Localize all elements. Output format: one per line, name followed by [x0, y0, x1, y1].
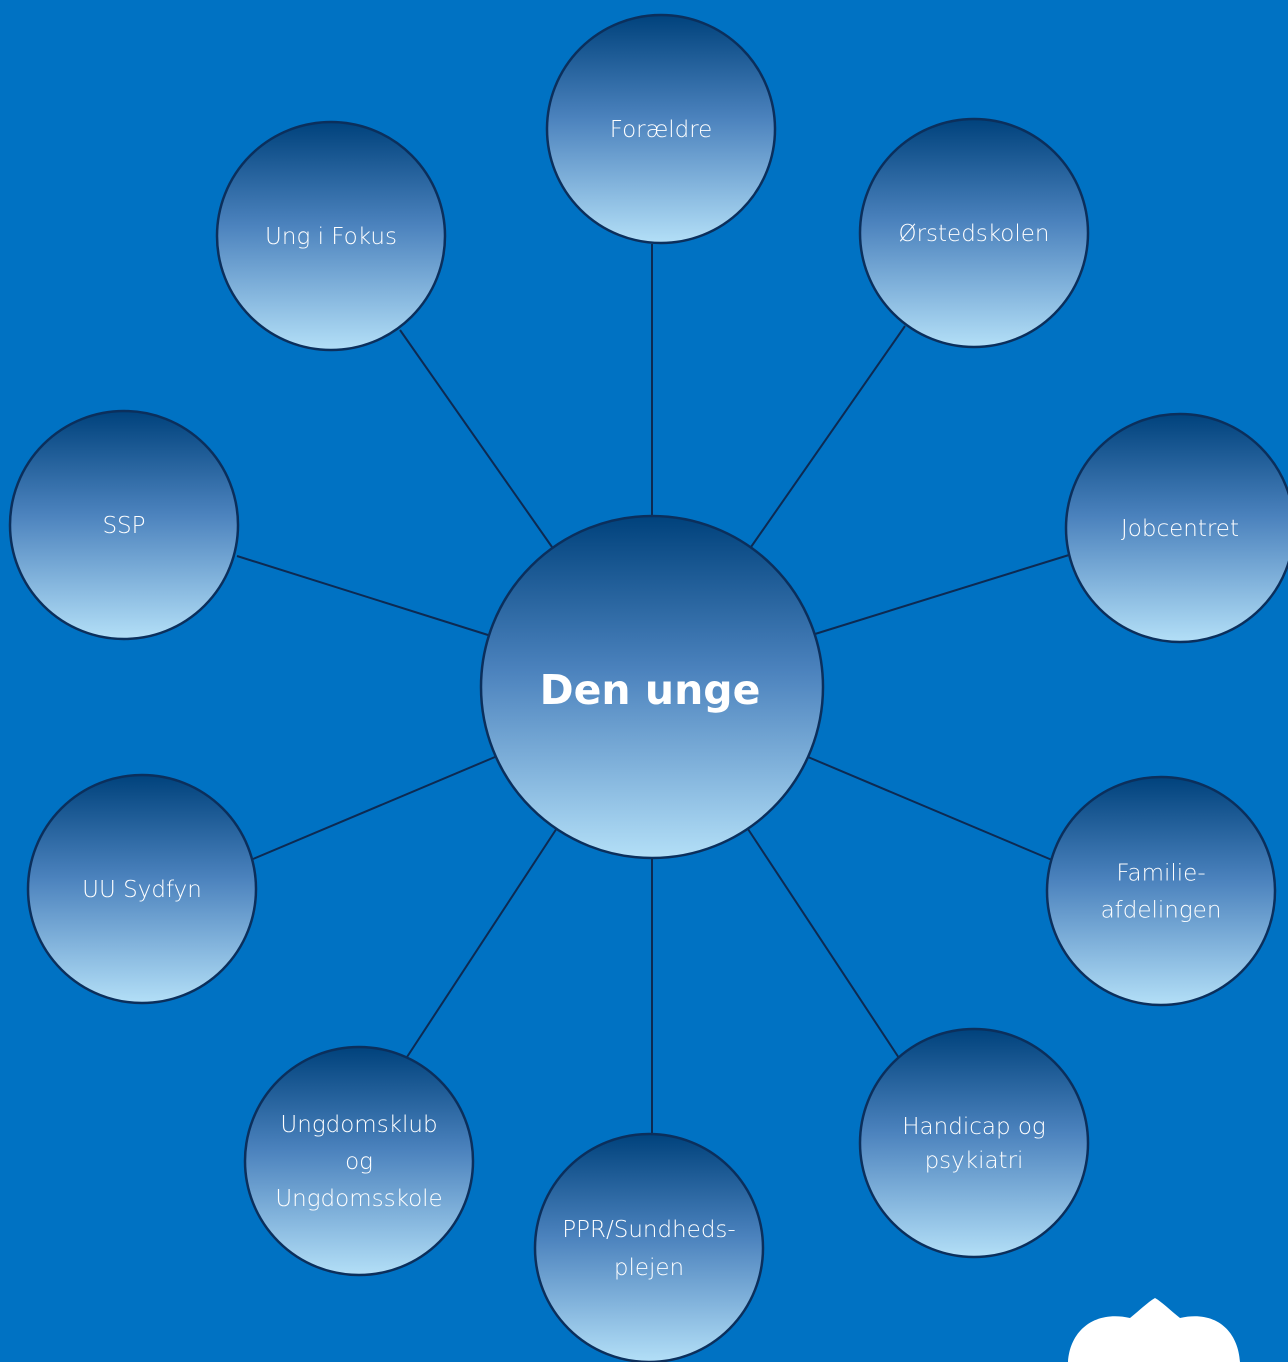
- node-foraeldre: Forældre: [545, 13, 777, 245]
- center-label: Den unge: [540, 666, 761, 714]
- logo-shape: [1068, 1298, 1240, 1362]
- node-label-line: Ungdomsskole: [275, 1186, 442, 1212]
- node-circle-ungdomsklub-og-ungdomsskole: [243, 1045, 475, 1277]
- node-label-line: Ungdomsklub: [280, 1112, 437, 1138]
- node-handicap-og-psykiatri: Handicap og psykiatri: [858, 1027, 1090, 1259]
- node-ung-i-fokus: Ung i Fokus: [215, 120, 447, 352]
- node-label-ung-i-fokus: Ung i Fokus: [265, 224, 397, 250]
- node-label-line: Jobcentret: [1121, 516, 1239, 542]
- node-label-line: plejen: [614, 1255, 684, 1281]
- node-uu-sydfyn: UU Sydfyn: [26, 773, 258, 1005]
- center-node: Den unge: [479, 514, 825, 860]
- connector-lines: [236, 244, 1070, 1134]
- node-orstedskolen: Ørstedskolen: [858, 117, 1090, 349]
- node-circle-ppr-sundhedsplejen: [533, 1132, 765, 1362]
- node-jobcentret: Jobcentret: [1064, 412, 1288, 644]
- node-circle-ssp: [8, 409, 240, 641]
- node-label-line: afdelingen: [1101, 898, 1222, 924]
- node-label-line: Ung i Fokus: [265, 224, 397, 250]
- node-circle-familieafdelingen: [1045, 775, 1277, 1007]
- node-label-ppr-sundhedsplejen: PPR/Sundheds-plejen: [562, 1217, 735, 1281]
- connector-line-orstedskolen: [750, 325, 906, 548]
- node-label-line: psykiatri: [925, 1148, 1024, 1174]
- connector-line-jobcentret: [814, 554, 1070, 635]
- node-circle-orstedskolen: [858, 117, 1090, 349]
- node-circle-foraeldre: [545, 13, 777, 245]
- node-label-line: Forældre: [610, 117, 713, 143]
- node-label-foraeldre: Forældre: [610, 117, 713, 143]
- node-label-line: PPR/Sundheds-: [562, 1217, 735, 1243]
- node-circle-ung-i-fokus: [215, 120, 447, 352]
- node-label-line: Familie-: [1116, 861, 1205, 887]
- center-circle: [479, 514, 825, 860]
- node-label-line: SSP: [102, 513, 145, 539]
- node-label-handicap-og-psykiatri: Handicap og psykiatri: [902, 1114, 1045, 1174]
- node-label-familieafdelingen: Familie-afdelingen: [1101, 861, 1222, 924]
- node-label-line: Handicap og: [902, 1114, 1045, 1140]
- node-label-line: og: [345, 1149, 373, 1175]
- connector-line-familieafdelingen: [807, 756, 1053, 861]
- node-label-line: Ørstedskolen: [899, 221, 1050, 247]
- node-label-line: UU Sydfyn: [82, 877, 202, 903]
- node-label-ssp: SSP: [102, 513, 145, 539]
- node-familieafdelingen: Familie-afdelingen: [1045, 775, 1277, 1007]
- connector-line-ssp: [236, 555, 489, 636]
- node-label-jobcentret: Jobcentret: [1121, 516, 1239, 542]
- node-circle-uu-sydfyn: [26, 773, 258, 1005]
- connector-line-handicap-og-psykiatri: [745, 825, 900, 1059]
- node-ssp: SSP: [8, 409, 240, 641]
- connector-line-ungdomsklub-og-ungdomsskole: [406, 827, 558, 1058]
- node-ppr-sundhedsplejen: PPR/Sundheds-plejen: [533, 1132, 765, 1362]
- node-circle-handicap-og-psykiatri: [858, 1027, 1090, 1259]
- node-circle-jobcentret: [1064, 412, 1288, 644]
- satellite-nodes: ForældreØrstedskolenJobcentretFamilie-af…: [8, 13, 1288, 1362]
- connector-line-uu-sydfyn: [252, 756, 496, 860]
- node-label-uu-sydfyn: UU Sydfyn: [82, 877, 202, 903]
- node-label-orstedskolen: Ørstedskolen: [899, 221, 1050, 247]
- connector-line-ung-i-fokus: [399, 329, 553, 548]
